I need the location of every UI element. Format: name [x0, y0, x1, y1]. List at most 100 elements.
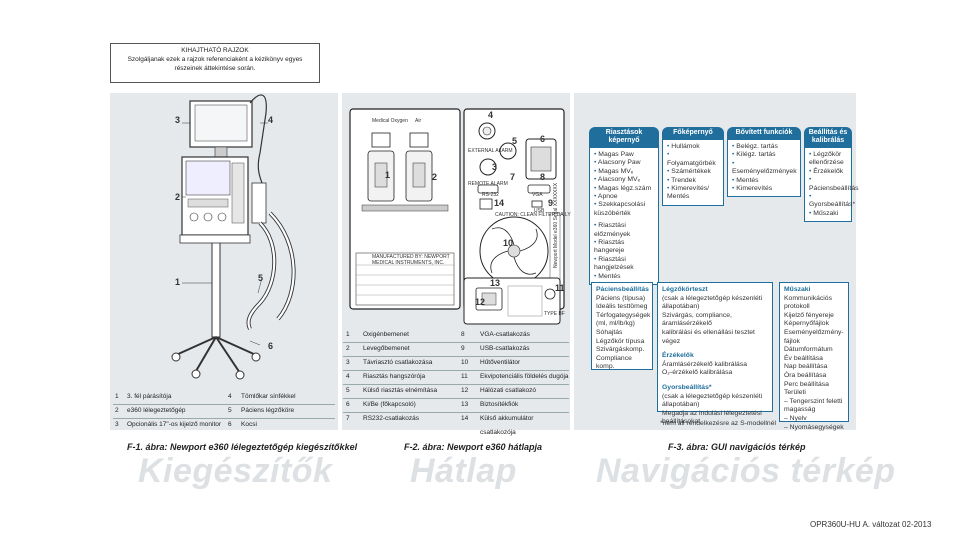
- nav-col-alarms: Riasztások képernyő Magas Paw Alacsony P…: [589, 127, 659, 286]
- nav-item: Riasztási hangjelzések: [594, 256, 654, 273]
- note-line-2: részeinek áttekintése során.: [174, 65, 256, 72]
- nav-item: Érzékelők: [809, 168, 847, 176]
- figure-caption-3: F-3. ábra: GUI navigációs térkép: [668, 442, 806, 452]
- label-caution-filter: CAUTION: CLEAN FILTER DAILY: [495, 212, 571, 218]
- callout-10: 10: [503, 238, 514, 248]
- callout-2: 2: [175, 192, 181, 202]
- figure-caption-2: F-2. ábra: Newport e360 hátlapja: [404, 442, 543, 452]
- legend-num: 12: [461, 387, 469, 394]
- nav-item: Folyamatgörbék: [667, 151, 719, 168]
- label-rs232: RS-232: [482, 192, 499, 198]
- legend-text: Ekvipotenciális földelés dugója: [480, 373, 569, 380]
- legend-num: 6: [346, 401, 350, 408]
- foldout-note: KIHAJTHATÓ RAJZOK Szolgáljanak ezek a ra…: [110, 43, 320, 83]
- quick-line: (csak a lélegeztetőgép készenléti: [662, 392, 763, 400]
- legend-text: Levegőbemenet: [363, 345, 410, 352]
- legend-text: Ki/Be (főkapcsoló): [363, 401, 416, 408]
- technical-title: Műszaki: [784, 286, 811, 293]
- technical-line: Kommunikációs: [784, 294, 832, 302]
- callout-6: 6: [540, 134, 546, 144]
- figure-caption-1: F-1. ábra: Newport e360 lélegeztetőgép k…: [127, 442, 358, 452]
- callout-4: 4: [268, 115, 274, 125]
- label-vga: VGA: [532, 192, 543, 198]
- nav-item: Mentés: [732, 177, 796, 185]
- legend-num: 8: [461, 331, 465, 338]
- callout-4: 4: [488, 110, 494, 120]
- patient-setup-title: Páciensbeállítás: [596, 286, 649, 293]
- patient-line: Páciens (típusa): [596, 294, 646, 302]
- quick-line: beállításokat: [662, 418, 701, 426]
- legend-num: 1: [115, 393, 119, 400]
- legend-text: Opcionális 17"-os kijelző monitor: [127, 421, 222, 428]
- circuit-line: (csak a lélegeztetőgép készenléti: [662, 294, 763, 302]
- callout-2: 2: [432, 172, 438, 182]
- legend-num: 7: [346, 415, 350, 422]
- legend-text: 3. fél párásítója: [127, 393, 172, 400]
- callout-12: 12: [475, 297, 486, 307]
- callout-6: 6: [268, 341, 274, 351]
- nav-item: Riasztási előzmények: [594, 222, 654, 239]
- callout-1: 1: [385, 170, 391, 180]
- legend-text: Tömlőkar sínfékkel: [241, 393, 296, 400]
- legend-text: VGA-csatlakozás: [480, 331, 530, 338]
- legend-row: 2 e360 lélegeztetőgép 5 Páciens légzőkör…: [113, 404, 335, 418]
- legend-num: 6: [228, 421, 232, 428]
- label-remote-alarm: REMOTE ALARM: [468, 181, 508, 187]
- callout-3: 3: [492, 162, 498, 172]
- patient-line: Compliance komp.: [596, 354, 632, 371]
- label-medical-air: Air: [415, 118, 422, 124]
- legend-row: 1 3. fél párásítója 4 Tömlőkar sínfékkel: [113, 390, 335, 404]
- callout-13: 13: [490, 278, 501, 288]
- sensor-line: O₂-érzékelő kalibrálása: [662, 369, 733, 377]
- callout-9: 9: [548, 198, 554, 208]
- nav-item: Apnoe: [594, 193, 654, 201]
- legend-row: 7 RS232-csatlakozás 14 Külső akkumulátor…: [343, 412, 569, 436]
- nav-item: Riasztás hangereje: [594, 239, 654, 256]
- quick-line: állapotában): [662, 401, 700, 409]
- legend-num: 9: [461, 345, 465, 352]
- nav-box-setup: Légzőkör ellenőrzése Érzékelők Páciensbe…: [804, 147, 859, 223]
- legend-text: Hálózati csatlakozó: [480, 387, 536, 394]
- sensor-line: Áramlásérzékelő kalibrálása: [662, 360, 747, 368]
- legend-text: Oxigénbemenet: [363, 331, 409, 338]
- nav-item: Trendek: [667, 177, 719, 185]
- nav-item: Kilégz. tartás: [732, 151, 796, 159]
- nav-item: Számértékek: [667, 168, 719, 176]
- callout-3: 3: [175, 115, 181, 125]
- technical-line: Kijelző fényereje: [784, 311, 834, 319]
- sensors-title: Érzékelők: [662, 352, 694, 360]
- callout-11: 11: [555, 283, 565, 293]
- technical-line: protokoll: [784, 303, 810, 311]
- technical-line: Képernyőfájlok: [784, 320, 829, 328]
- technical-line: Perc beállítása: [784, 380, 829, 388]
- technical-line: Óra beállítása: [784, 371, 827, 379]
- nav-head-setup: Beállítás és kalibrálás: [804, 127, 852, 147]
- legend-num: 3: [115, 421, 119, 428]
- patient-line: Sóhajtás: [596, 328, 623, 336]
- legend-text: Távriasztó csatlakozása: [363, 359, 433, 366]
- legend-row: 3 Távriasztó csatlakozása 10 Hűtőventilá…: [343, 356, 569, 370]
- label-type-bf: TYPE BF: [544, 311, 565, 317]
- nav-head-extended: Bővített funkciók: [727, 127, 801, 139]
- nav-head-alarms: Riasztások képernyő: [589, 127, 659, 147]
- circuit-line: állapotában): [662, 303, 700, 311]
- callout-14: 14: [494, 198, 505, 208]
- nav-item: Hullámok: [667, 143, 719, 151]
- nav-col-setup: Beállítás és kalibrálás Légzőkör ellenőr…: [804, 127, 859, 223]
- legend-num: 4: [346, 373, 350, 380]
- accessories-legend: 1 3. fél párásítója 4 Tömlőkar sínfékkel…: [113, 390, 335, 432]
- technical-line: Év beállítása: [784, 354, 823, 362]
- quick-setup-title: Gyorsbeállítás*: [662, 383, 712, 391]
- nav-head-main: Főképernyő: [662, 127, 724, 139]
- legend-num: 14: [461, 415, 469, 422]
- patient-line: Szivárgáskomp.: [596, 346, 645, 354]
- technical-line: Dátumformátum: [784, 346, 833, 354]
- note-title: KIHAJTHATÓ RAJZOK: [181, 47, 249, 54]
- nav-item: Kimerevítés: [732, 185, 796, 193]
- ventilator-cart-illustration: [171, 94, 296, 380]
- callout-8: 8: [540, 172, 546, 182]
- nav-item: Mentés: [594, 273, 654, 281]
- legend-row: 5 Külső riasztás elnémítása 12 Hálózati …: [343, 384, 569, 398]
- label-external-alarm: EXTERNAL ALARM: [468, 148, 513, 154]
- nav-item: Műszaki: [809, 210, 847, 218]
